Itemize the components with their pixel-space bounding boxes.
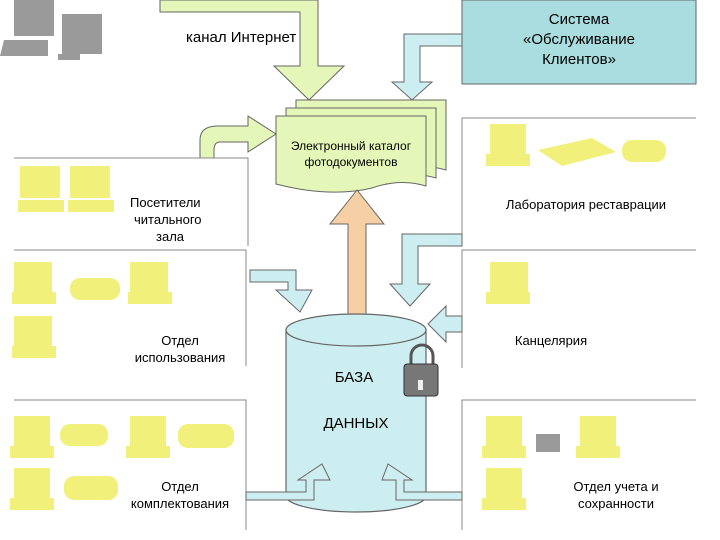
reading-room-line-3: зала xyxy=(156,229,185,244)
reading-room-to-db-arrow xyxy=(249,269,313,313)
internet-channel-label: канал Интернет xyxy=(186,29,297,46)
accounting-dept-computers-icon xyxy=(482,416,620,510)
usage-dept-line-1: Отдел xyxy=(161,333,199,348)
crm-arrow xyxy=(390,33,463,101)
catalog-line-1: Электронный каталог xyxy=(290,139,412,153)
restoration-lab-label: Лаборатория реставрации xyxy=(505,197,667,212)
usage-dept-label: Отдел использования xyxy=(118,332,242,366)
acquisition-dept-line-2: комплектования xyxy=(130,496,230,511)
lock-icon xyxy=(403,343,439,397)
internet-arrow xyxy=(159,0,346,101)
office-computer-icon xyxy=(486,262,530,304)
catalog-label: Электронный каталог фотодокументов xyxy=(276,138,426,170)
db-to-catalog-arrow xyxy=(328,189,386,327)
acquisition-dept-label: Отдел комплектования xyxy=(116,478,244,512)
database-label-top: БАЗА xyxy=(334,369,374,386)
accounting-dept-line-1: Отдел учета и xyxy=(573,479,659,494)
usage-dept-line-2: использования xyxy=(134,350,226,365)
crm-system-label: Система «Обслуживание Клиентов» xyxy=(462,10,696,70)
crm-line-2: «Обслуживание xyxy=(523,31,635,48)
restoration-lab-equipment-icon xyxy=(486,124,666,166)
usage-dept-computers-icon xyxy=(12,262,172,358)
reading-room-line-1: Посетители xyxy=(130,195,201,210)
accounting-to-db-arrow xyxy=(381,463,463,501)
database-label-bottom: ДАННЫХ xyxy=(323,415,389,432)
reading-room-line-2: читального xyxy=(134,212,202,227)
reading-room-label: Посетители читального зала xyxy=(130,194,240,245)
office-label: Канцелярия xyxy=(514,333,588,348)
accounting-dept-label: Отдел учета и сохранности xyxy=(556,478,676,512)
acquisition-dept-computers-icon xyxy=(10,416,234,510)
catalog-documents xyxy=(275,99,447,193)
reading-room-to-catalog-arrow xyxy=(199,115,277,159)
crm-system-box xyxy=(461,0,697,85)
acquisition-to-db-arrow xyxy=(245,463,331,501)
acquisition-dept-line-1: Отдел xyxy=(161,479,199,494)
catalog-line-2: фотодокументов xyxy=(304,155,398,169)
accounting-dept-line-2: сохранности xyxy=(578,496,654,511)
reading-room-computers-icon xyxy=(18,166,114,212)
crm-line-1: Система xyxy=(548,11,610,28)
partition-lines xyxy=(14,117,696,530)
crm-line-3: Клиентов» xyxy=(542,51,616,68)
office-to-db-arrow xyxy=(427,304,463,344)
grey-computer-icon xyxy=(0,0,102,60)
restoration-to-db-arrow xyxy=(388,233,463,307)
accounting-scanner-icon xyxy=(536,434,560,452)
